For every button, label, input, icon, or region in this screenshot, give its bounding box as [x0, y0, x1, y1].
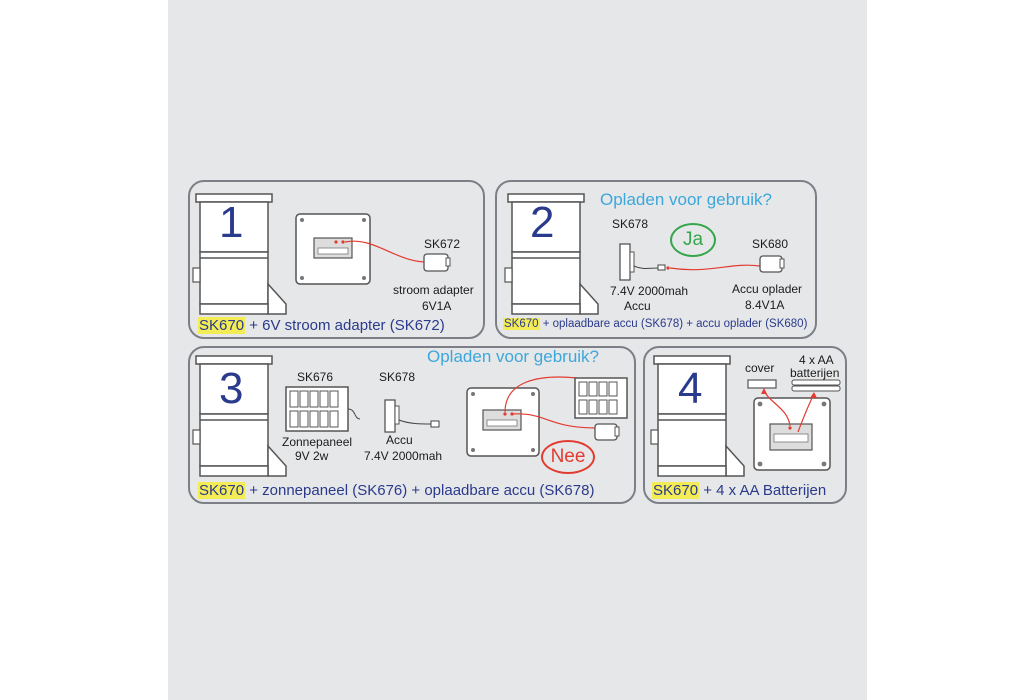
solar-part-label: SK676: [297, 370, 334, 384]
adapter-part-label: SK672: [424, 237, 461, 251]
charger-spec-label: 8.4V1A: [745, 298, 785, 312]
caption-1-text: + 6V stroom adapter (SK672): [245, 317, 445, 334]
caption-3: SK670 + zonnepaneel (SK676) + oplaadbare…: [198, 482, 594, 499]
charge-question-3: Opladen voor gebruik?: [427, 347, 600, 366]
step-number-2: 2: [530, 198, 555, 247]
charger-desc-label: Accu oplader: [732, 282, 803, 296]
caption-4-text: + 4 x AA Batterijen: [699, 482, 827, 499]
solar-spec-label: 9V 2w: [295, 449, 329, 463]
solar-desc-label: Zonnepaneel: [282, 435, 353, 449]
caption-2: SK670 + oplaadbare accu (SK678) + accu o…: [503, 318, 807, 330]
feeder-illustration-2: [504, 193, 599, 315]
battery-illustration-3: [384, 399, 440, 433]
battery-type-label-2: Accu: [624, 299, 651, 313]
charger-part-label: SK680: [752, 237, 789, 251]
feeder-illustration-3: [192, 355, 287, 477]
caption-1-model: SK670: [198, 317, 246, 334]
feeder-illustration-1: [192, 193, 287, 315]
caption-1: SK670 + 6V stroom adapter (SK672): [198, 317, 445, 334]
answer-yes: Ja: [670, 223, 716, 257]
batteries-label: batterijen: [790, 366, 840, 380]
control-unit-illustration-3: [466, 376, 628, 457]
feeder-illustration-4: [650, 355, 745, 477]
step-number-1: 1: [219, 198, 244, 247]
caption-4-model: SK670: [652, 482, 700, 499]
step-number-4: 4: [678, 364, 703, 413]
adapter-spec-label: 6V1A: [422, 299, 452, 313]
caption-3-text: + zonnepaneel (SK676) + oplaadbare accu …: [245, 482, 595, 499]
charge-question-2: Opladen voor gebruik?: [600, 190, 773, 209]
step-number-3: 3: [219, 364, 244, 413]
cover-label: cover: [745, 361, 775, 375]
caption-4: SK670 + 4 x AA Batterijen: [652, 482, 826, 499]
battery-part-label-3: SK678: [379, 370, 416, 384]
battery-type-label-3: Accu: [386, 433, 413, 447]
control-unit-illustration-1: [295, 213, 451, 285]
battery-desc-label-2: 7.4V 2000mah: [610, 284, 689, 298]
answer-no: Nee: [541, 440, 595, 474]
battery-charger-illustration: [619, 243, 785, 281]
battery-desc-label-3: 7.4V 2000mah: [364, 449, 443, 463]
adapter-desc-label: stroom adapter: [393, 283, 474, 297]
batteries-count-label: 4 x AA: [799, 353, 834, 367]
caption-3-model: SK670: [198, 482, 246, 499]
battery-part-label-2: SK678: [612, 217, 649, 231]
battery-compartment-illustration: [747, 379, 841, 471]
solar-panel-illustration: [285, 386, 361, 432]
caption-2-text: + oplaadbare accu (SK678) + accu oplader…: [539, 318, 808, 330]
caption-2-model: SK670: [503, 318, 540, 330]
